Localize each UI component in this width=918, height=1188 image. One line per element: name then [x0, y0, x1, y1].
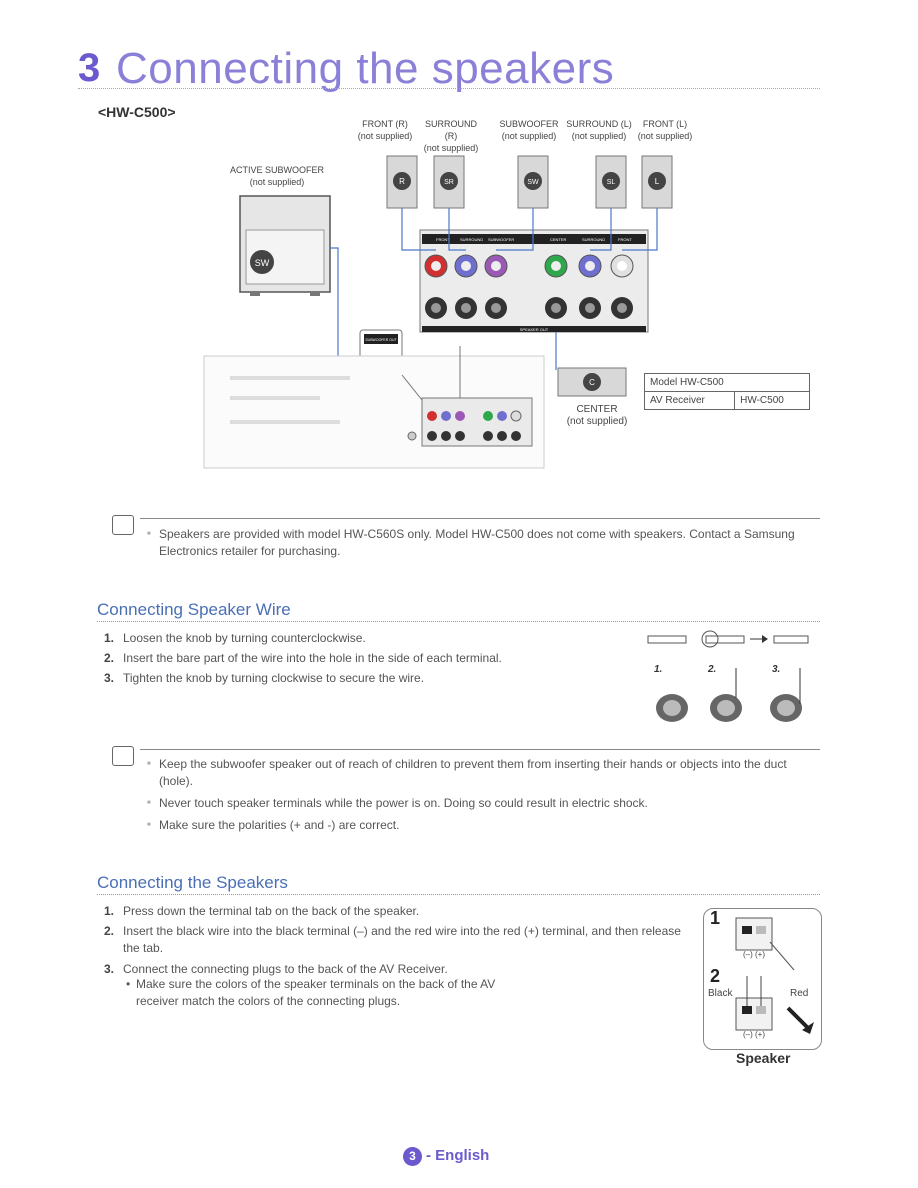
model-table-label: AV Receiver [643, 391, 736, 410]
note-speakers-supplied: Speakers are provided with model HW-C560… [147, 526, 829, 560]
wire-steps: 1.Loosen the knob by turning countercloc… [98, 628, 618, 688]
speaker-caption: Speaker [736, 1050, 791, 1066]
subwoofer-out-label: SUBWOOFER OUT [365, 338, 397, 342]
fig-step-3: 3. [772, 664, 780, 675]
model-table-value: HW-C500 [734, 391, 810, 410]
active-sub-badge: SW [255, 258, 270, 268]
red-label: Red [790, 988, 809, 999]
panel-label-front-r: FRONT [436, 237, 450, 242]
speaker-label-surround-l: SURROUND (L)(not supplied) [566, 119, 632, 141]
section-title-connecting-speakers: Connecting the Speakers [97, 873, 288, 892]
safety-notes: Keep the subwoofer speaker out of reach … [147, 756, 819, 834]
speaker-bullet: •Make sure the colors of the speaker ter… [126, 977, 496, 1008]
av-receiver [203, 346, 545, 469]
speaker-label-front-l: FRONT (L)(not supplied) [637, 119, 693, 141]
active-subwoofer: SW [239, 195, 331, 296]
terminal-knob-2 [710, 668, 742, 722]
section-title-speaker-wire: Connecting Speaker Wire [97, 600, 291, 619]
panel-footer: SPEAKER OUT [520, 327, 549, 332]
speaker-label-front-r: FRONT (R)(not supplied) [357, 119, 413, 141]
speaker-wiring-diagram: R SR SW SL L SW FRONT SURROUND SUBWOOFER… [203, 155, 673, 469]
speaker-subwoofer: SW [517, 155, 549, 209]
terminal-knob-3 [770, 668, 802, 722]
speaker-badge-c: C [589, 378, 595, 387]
page-title: Connecting the speakers [116, 44, 615, 93]
speaker-wires [330, 208, 658, 373]
center-label: CENTER(not supplied) [566, 404, 628, 427]
model-table: Model HW-C500 AV Receiver HW-C500 [643, 373, 810, 410]
speaker-badge-sl: SL [607, 179, 616, 186]
title-divider [78, 88, 820, 89]
speaker-label-subwoofer: SUBWOOFER(not supplied) [499, 119, 559, 141]
speaker-badge-l: L [655, 177, 660, 186]
speaker-surround-r: SR [433, 155, 465, 209]
note-item: Make sure the polarities (+ and -) are c… [147, 817, 819, 834]
speaker-front-l: L [641, 155, 673, 209]
model-table-header: Model HW-C500 [644, 373, 810, 392]
speaker-surround-l: SL [595, 155, 627, 209]
panel-label-surround-r: SURROUND [460, 237, 483, 242]
speaker-steps: 1.Press down the terminal tab on the bac… [98, 901, 693, 979]
note-icon [112, 746, 134, 766]
note-item: Keep the subwoofer speaker out of reach … [147, 756, 819, 790]
model-tag: <HW-C500> [98, 104, 176, 120]
fig-step-1: 1 [710, 908, 721, 928]
terminal-knob-1 [656, 694, 688, 722]
panel-label-front-l: FRONT [618, 237, 632, 242]
speaker-front-r: R [386, 155, 418, 209]
speaker-badge-sr: SR [444, 179, 454, 186]
polarity-label: (–) (+) [743, 950, 765, 959]
list-item: 2.Insert the black wire into the black t… [104, 924, 681, 955]
note-divider [140, 518, 820, 519]
wire-terminal-illustration: 1. 2. 3. [647, 630, 809, 722]
speaker-terminal-figure [703, 908, 822, 1050]
panel-label-center: CENTER [550, 237, 567, 242]
note-item: Never touch speaker terminals while the … [147, 795, 819, 812]
speaker-badge-r: R [399, 177, 405, 186]
footer-language: - English [426, 1147, 490, 1164]
list-item: 1.Loosen the knob by turning countercloc… [104, 631, 366, 645]
fig-step-2: 2 [710, 966, 721, 986]
fig-step-1: 1. [654, 664, 662, 675]
speaker-label-surround-r: SURROUND (R)(not supplied) [423, 119, 479, 153]
list-item: 2.Insert the bare part of the wire into … [104, 651, 502, 665]
fig-step-2: 2. [707, 664, 716, 675]
section-divider [97, 894, 820, 895]
note-icon [112, 515, 134, 535]
section-divider [97, 621, 820, 622]
panel-label-surround-l: SURROUND [582, 237, 605, 242]
list-item: 1.Press down the terminal tab on the bac… [104, 904, 420, 918]
speaker-center: C [557, 367, 627, 397]
list-item: 3.Connect the connecting plugs to the ba… [104, 962, 448, 976]
list-item: 3.Tighten the knob by turning clockwise … [104, 671, 425, 685]
speaker-badge-sw: SW [527, 179, 539, 186]
black-label: Black [708, 988, 733, 999]
polarity-label: (–) (+) [743, 1030, 765, 1039]
chapter-number: 3 [78, 46, 101, 90]
page-number-badge: 3 [403, 1147, 422, 1166]
speaker-terminal-panel: FRONT SURROUND SUBWOOFER CENTER SURROUND… [419, 229, 649, 333]
terminal-tab-illustration [735, 917, 814, 1034]
panel-label-subwoofer: SUBWOOFER [488, 237, 514, 242]
note-divider [140, 749, 820, 750]
active-subwoofer-label: ACTIVE SUBWOOFER(not supplied) [229, 165, 324, 187]
